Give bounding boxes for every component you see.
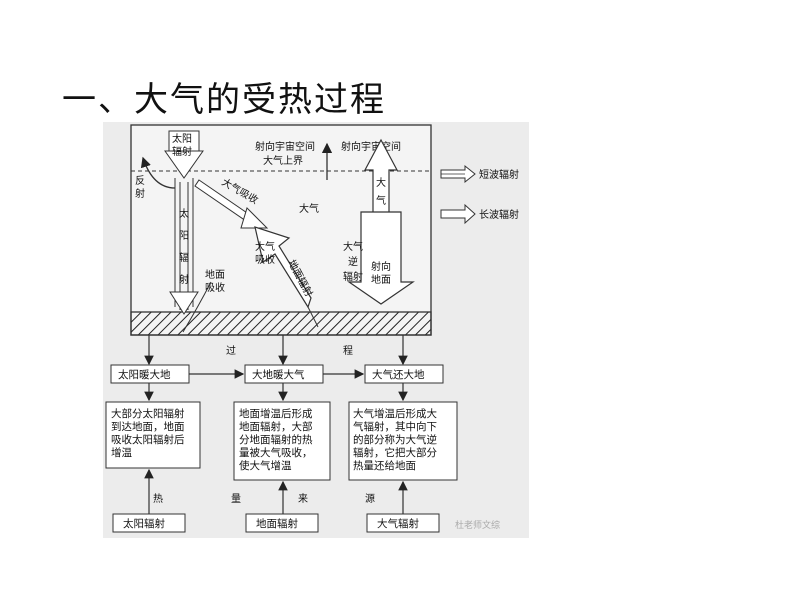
svg-text:增温: 增温 <box>111 446 132 459</box>
atmos-absorb-2-label-1: 大气 <box>255 240 275 253</box>
atmosphere-label: 大气 <box>299 202 319 215</box>
solar-radiation-label-2: 辐射 <box>172 145 192 158</box>
svg-text:大气增温后形成大: 大气增温后形成大 <box>353 407 437 420</box>
page-title: 一、大气的受热过程 <box>62 80 386 120</box>
heat-char-3: 来 <box>298 493 308 505</box>
heat-char-2: 量 <box>231 493 241 505</box>
svg-text:的部分称为大气逆: 的部分称为大气逆 <box>353 433 437 446</box>
heat-char-4: 源 <box>365 492 375 505</box>
toward-ground-label-2: 地面 <box>371 273 391 286</box>
solar-radiation-vertical-label: 太 阳 辐 射 <box>179 207 189 286</box>
reflection-label-2: 射 <box>135 188 145 200</box>
box-sun-warms-earth: 太阳暖大地 <box>118 368 171 381</box>
atmosphere-absorb-diagonal-arrow <box>194 179 269 229</box>
atmosphere-heating-diagram: 太阳 辐射 反 射 太 阳 辐 射 大气吸收 地面 吸收 大气 吸收 地面辐射 … <box>103 122 529 538</box>
watermark: 杜老师文综 <box>455 519 500 531</box>
svg-text:辐: 辐 <box>179 251 189 264</box>
svg-text:使大气增温: 使大气增温 <box>239 459 292 472</box>
ground-absorb-label-2: 吸收 <box>205 281 225 294</box>
desc-box-1: 大部分太阳辐射 到达地面，地面 吸收太阳辐射后 增温 <box>111 407 185 459</box>
process-char-left: 过 <box>226 344 236 357</box>
to-space-label-2: 射向宇宙空间 <box>341 140 401 153</box>
solar-radiation-label-1: 太阳 <box>172 132 192 145</box>
atmos-radiation-up-arrow <box>364 138 398 223</box>
svg-text:吸收太阳辐射后: 吸收太阳辐射后 <box>111 433 185 446</box>
svg-text:射: 射 <box>179 274 189 286</box>
svg-text:阳: 阳 <box>179 230 189 242</box>
desc-box-3: 大气增温后形成大 气辐射，其中向下 的部分称为大气逆 辐射，它把大部分 热量还给… <box>353 407 437 472</box>
svg-text:量被大气吸收，: 量被大气吸收， <box>239 446 313 459</box>
source-atmos-radiation: 大气辐射 <box>377 517 419 530</box>
svg-text:分地面辐射的热: 分地面辐射的热 <box>239 433 313 446</box>
source-solar-radiation: 太阳辐射 <box>123 517 165 530</box>
svg-text:短波辐射: 短波辐射 <box>479 168 519 181</box>
reflection-arrow <box>140 156 176 189</box>
solar-radiation-arrow <box>164 130 204 315</box>
svg-text:辐射: 辐射 <box>343 270 363 283</box>
svg-text:长波辐射: 长波辐射 <box>479 208 519 221</box>
heat-char-1: 热 <box>153 492 163 505</box>
ground-absorb-label-1: 地面 <box>205 268 225 281</box>
svg-text:大部分太阳辐射: 大部分太阳辐射 <box>111 407 185 420</box>
svg-text:大气: 大气 <box>343 240 363 253</box>
toward-ground-label-1: 射向 <box>371 260 391 273</box>
desc-box-2: 地面增温后形成 地面辐射，大部 分地面辐射的热 量被大气吸收， 使大气增温 <box>239 407 313 472</box>
svg-text:地面增温后形成: 地面增温后形成 <box>239 407 313 420</box>
box-air-returns-earth: 大气还大地 <box>372 368 425 381</box>
svg-text:地面辐射，大部: 地面辐射，大部 <box>239 420 313 433</box>
reflection-label-1: 反 <box>135 175 145 187</box>
svg-text:到达地面，地面: 到达地面，地面 <box>111 420 185 433</box>
svg-text:气: 气 <box>376 194 386 207</box>
ground-absorb-curve <box>182 281 212 333</box>
ground-surface <box>130 311 432 336</box>
svg-text:辐射，它把大部分: 辐射，它把大部分 <box>353 446 437 459</box>
svg-text:逆: 逆 <box>348 255 358 268</box>
svg-text:热量还给地面: 热量还给地面 <box>353 459 416 472</box>
svg-text:大: 大 <box>376 176 386 189</box>
source-ground-radiation: 地面辐射 <box>256 517 298 530</box>
upper-boundary-label: 大气上界 <box>263 154 303 167</box>
svg-text:气辐射，其中向下: 气辐射，其中向下 <box>353 420 437 433</box>
process-char-right: 程 <box>343 345 353 357</box>
atmos-counter-radiation-label: 大气 逆 辐射 <box>343 240 363 283</box>
atmos-absorb-2-label-2: 吸收 <box>255 253 275 266</box>
legend-long-wave: 长波辐射 <box>440 203 519 225</box>
toward-ground-arrow <box>347 211 415 305</box>
svg-text:太: 太 <box>179 207 189 220</box>
to-space-label-1: 射向宇宙空间 <box>255 140 315 153</box>
ground-radiation-arrow <box>254 226 319 328</box>
legend-short-wave: 短波辐射 <box>440 164 519 184</box>
box-earth-warms-air: 大地暖大气 <box>252 368 305 381</box>
